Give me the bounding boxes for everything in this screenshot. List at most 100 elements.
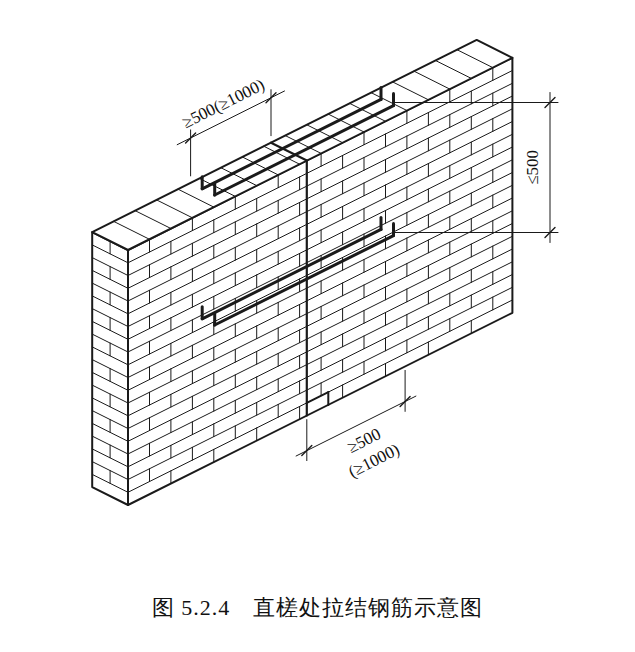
mortar-head-joint [449, 191, 450, 204]
mortar-head-joint [342, 309, 343, 322]
mortar-head-joint [342, 385, 343, 398]
mortar-head-joint [213, 296, 214, 309]
mortar-head-joint [428, 317, 429, 330]
mortar-head-joint [471, 117, 472, 130]
dimension-line [550, 93, 551, 243]
mortar-head-joint [170, 420, 171, 433]
mortar-head-joint [213, 373, 214, 386]
mortar-head-joint [364, 183, 365, 196]
mortar-head-joint [192, 396, 193, 409]
mortar-head-joint [278, 226, 279, 239]
mortar-head-joint [149, 469, 150, 482]
mortar-head-joint [428, 240, 429, 253]
tie-rebar [215, 106, 394, 195]
extension-line [405, 370, 406, 411]
mortar-head-joint [321, 255, 322, 268]
mortar-head-joint [492, 221, 493, 234]
mortar-head-joint [342, 283, 343, 296]
mortar-head-joint [321, 357, 322, 370]
mortar-head-joint [406, 238, 407, 251]
mortar-head-joint [235, 375, 236, 388]
mortar-head-joint [428, 291, 429, 304]
mortar-head-joint [256, 428, 257, 441]
mortar-head-joint [449, 140, 450, 153]
mortar-head-joint [406, 162, 407, 175]
mortar-bed-joint [128, 71, 512, 263]
mortar-head-joint [406, 136, 407, 149]
mortar-head-joint [235, 349, 236, 362]
mortar-head-joint [492, 119, 493, 132]
mortar-head-joint [321, 204, 322, 217]
mortar-head-joint [170, 369, 171, 382]
figure-caption: 图 5.2.4 直槎处拉结钢筋示意图 [152, 595, 484, 621]
tie-rebar [202, 229, 381, 318]
mortar-head-joint [364, 234, 365, 247]
dimension-tick [545, 228, 555, 238]
mortar-head-joint [342, 181, 343, 194]
mortar-bed-joint [128, 198, 512, 390]
mortar-head-joint [492, 68, 493, 81]
mortar-head-joint [170, 471, 171, 484]
mortar-head-joint [471, 244, 472, 257]
mortar-head-joint [449, 268, 450, 281]
mortar-head-joint [149, 418, 150, 431]
mortar-head-joint [149, 443, 150, 456]
mortar-head-joint [192, 422, 193, 435]
mortar-bed-joint [128, 287, 512, 479]
mortar-head-joint [385, 185, 386, 198]
header-joint [457, 50, 493, 68]
mortar-head-joint [278, 328, 279, 341]
mortar-head-joint [406, 340, 407, 353]
mortar-head-joint [385, 338, 386, 351]
toothing-step [307, 392, 329, 403]
mortar-head-joint [235, 196, 236, 209]
mortar-head-joint [278, 302, 279, 315]
mortar-head-joint [406, 315, 407, 328]
mortar-head-joint [149, 290, 150, 303]
rebar-hook [392, 224, 395, 236]
mortar-head-joint [449, 166, 450, 179]
rebar-hook [380, 87, 383, 99]
mortar-head-joint [449, 242, 450, 255]
mortar-head-joint [428, 215, 429, 228]
rebar-hook [380, 217, 383, 229]
mortar-head-joint [471, 219, 472, 232]
mortar-head-joint [256, 402, 257, 415]
mortar-head-joint [170, 318, 171, 331]
mortar-head-joint [364, 260, 365, 273]
mortar-head-joint [299, 355, 300, 368]
mortar-head-joint [149, 265, 150, 278]
mortar-head-joint [406, 213, 407, 226]
mortar-head-joint [428, 164, 429, 177]
mortar-head-joint [170, 241, 171, 254]
mortar-head-joint [110, 241, 111, 254]
mortar-head-joint [213, 245, 214, 258]
mortar-head-joint [299, 381, 300, 394]
mortar-head-joint [321, 153, 322, 166]
tie-rebar [202, 99, 381, 188]
dimension-tick [400, 396, 410, 406]
mortar-head-joint [364, 158, 365, 171]
mortar-head-joint [235, 222, 236, 235]
header-joint [135, 211, 171, 229]
rebar-hook [213, 183, 216, 195]
mortar-head-joint [364, 362, 365, 375]
mortar-head-joint [492, 144, 493, 157]
mortar-bed-joint [128, 134, 512, 326]
mortar-head-joint [471, 91, 472, 104]
mortar-head-joint [192, 294, 193, 307]
header-joint [414, 71, 450, 89]
mortar-head-joint [256, 326, 257, 339]
mortar-head-joint [449, 319, 450, 332]
mortar-head-joint [235, 273, 236, 286]
extension-line [395, 102, 558, 103]
mortar-head-joint [110, 343, 111, 356]
mortar-head-joint [428, 189, 429, 202]
mortar-head-joint [385, 134, 386, 147]
mortar-bed-joint [128, 224, 512, 416]
mortar-bed-joint [128, 185, 512, 377]
mortar-head-joint [213, 220, 214, 233]
mortar-head-joint [110, 420, 111, 433]
header-joint [157, 200, 193, 218]
